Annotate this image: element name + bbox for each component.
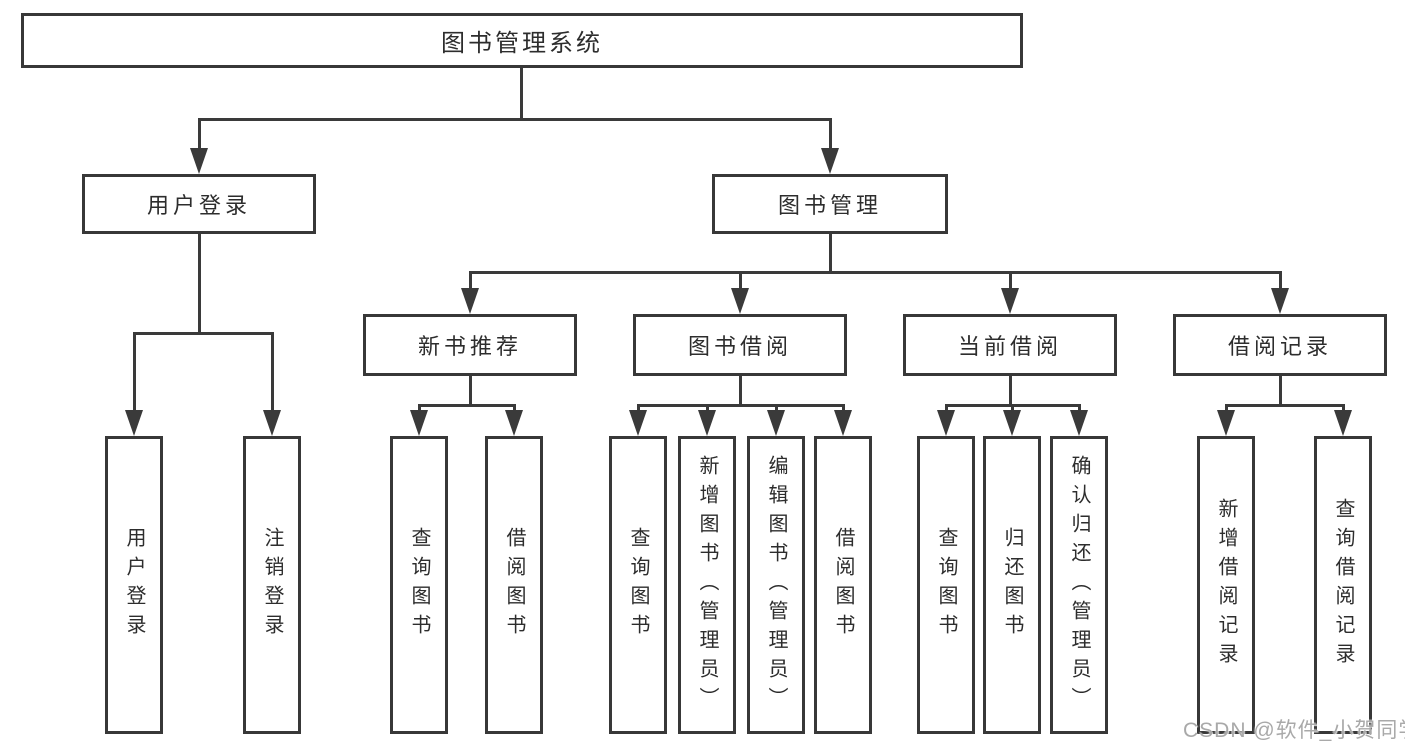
leaf-borrow-books-borrowing: 借阅图书 xyxy=(814,436,872,734)
leaf-add-borrow-record: 新增借阅记录 xyxy=(1197,436,1255,734)
node-label: 用户登录 xyxy=(123,527,145,643)
connector-line xyxy=(1279,376,1282,407)
arrowhead-down-icon xyxy=(461,288,479,314)
arrowhead-down-icon xyxy=(834,410,852,436)
arrowhead-down-icon xyxy=(821,148,839,174)
connector-line xyxy=(829,234,832,273)
arrowhead-down-icon xyxy=(1003,410,1021,436)
node-label: 编辑图书（管理员） xyxy=(765,454,787,716)
connector-line xyxy=(133,332,136,412)
leaf-query-books-current: 查询图书 xyxy=(917,436,975,734)
node-label: 新增借阅记录 xyxy=(1215,498,1237,672)
node-borrowing-records: 借阅记录 xyxy=(1173,314,1387,376)
leaf-confirm-return-admin: 确认归还（管理员） xyxy=(1050,436,1108,734)
arrowhead-down-icon xyxy=(698,410,716,436)
connector-line xyxy=(637,404,640,414)
arrowhead-down-icon xyxy=(1070,410,1088,436)
node-label: 归还图书 xyxy=(1001,527,1023,643)
node-label: 新增图书（管理员） xyxy=(696,454,718,716)
connector-line xyxy=(198,234,201,335)
node-user-login: 用户登录 xyxy=(82,174,316,234)
arrowhead-down-icon xyxy=(505,410,523,436)
connector-line xyxy=(133,332,274,335)
connector-line xyxy=(829,118,832,149)
node-label: 查询图书 xyxy=(408,527,430,643)
node-current-borrowing: 当前借阅 xyxy=(903,314,1117,376)
watermark: CSDN @软件_小贺同学 xyxy=(1183,719,1405,742)
connector-line xyxy=(513,404,516,414)
leaf-query-books-recommendation: 查询图书 xyxy=(390,436,448,734)
connector-line xyxy=(418,404,421,414)
connector-line xyxy=(1011,404,1014,414)
leaf-edit-book-admin: 编辑图书（管理员） xyxy=(747,436,805,734)
node-label: 注销登录 xyxy=(261,527,283,643)
leaf-return-books: 归还图书 xyxy=(983,436,1041,734)
connector-line xyxy=(1009,271,1012,290)
connector-line xyxy=(198,118,832,121)
connector-line xyxy=(775,404,778,414)
leaf-query-borrow-record: 查询借阅记录 xyxy=(1314,436,1372,734)
arrowhead-down-icon xyxy=(731,288,749,314)
connector-line xyxy=(271,332,274,412)
arrowhead-down-icon xyxy=(767,410,785,436)
arrowhead-down-icon xyxy=(410,410,428,436)
connector-line xyxy=(1225,404,1345,407)
node-label: 确认归还（管理员） xyxy=(1068,454,1090,716)
arrowhead-down-icon xyxy=(1001,288,1019,314)
node-label: 查询图书 xyxy=(627,527,649,643)
leaf-add-book-admin: 新增图书（管理员） xyxy=(678,436,736,734)
node-label: 查询图书 xyxy=(935,527,957,643)
connector-line xyxy=(706,404,709,414)
arrowhead-down-icon xyxy=(263,410,281,436)
leaf-logout: 注销登录 xyxy=(243,436,301,734)
arrowhead-down-icon xyxy=(1334,410,1352,436)
connector-line xyxy=(739,271,742,290)
node-book-management: 图书管理 xyxy=(712,174,948,234)
node-book-borrowing: 图书借阅 xyxy=(633,314,847,376)
leaf-borrow-books-recommendation: 借阅图书 xyxy=(485,436,543,734)
arrowhead-down-icon xyxy=(937,410,955,436)
connector-line xyxy=(1225,404,1228,414)
connector-line xyxy=(1078,404,1081,414)
connector-line xyxy=(945,404,948,414)
connector-line xyxy=(739,376,742,407)
connector-line xyxy=(842,404,845,414)
arrowhead-down-icon xyxy=(1217,410,1235,436)
connector-line xyxy=(469,271,1282,274)
connector-line xyxy=(198,118,201,149)
connector-line xyxy=(1009,376,1012,407)
connector-line xyxy=(469,271,472,290)
connector-line xyxy=(1279,271,1282,290)
connector-line xyxy=(1342,404,1345,414)
node-label: 借阅图书 xyxy=(832,527,854,643)
arrowhead-down-icon xyxy=(190,148,208,174)
arrowhead-down-icon xyxy=(629,410,647,436)
connector-line xyxy=(418,404,516,407)
node-label: 借阅图书 xyxy=(503,527,525,643)
arrowhead-down-icon xyxy=(1271,288,1289,314)
leaf-user-login: 用户登录 xyxy=(105,436,163,734)
arrowhead-down-icon xyxy=(125,410,143,436)
connector-line xyxy=(469,376,472,407)
node-new-book-recommendation: 新书推荐 xyxy=(363,314,577,376)
node-library-management-system: 图书管理系统 xyxy=(21,13,1023,68)
node-label: 查询借阅记录 xyxy=(1332,498,1354,672)
connector-line xyxy=(520,68,523,121)
connector-line xyxy=(637,404,845,407)
leaf-query-books-borrowing: 查询图书 xyxy=(609,436,667,734)
